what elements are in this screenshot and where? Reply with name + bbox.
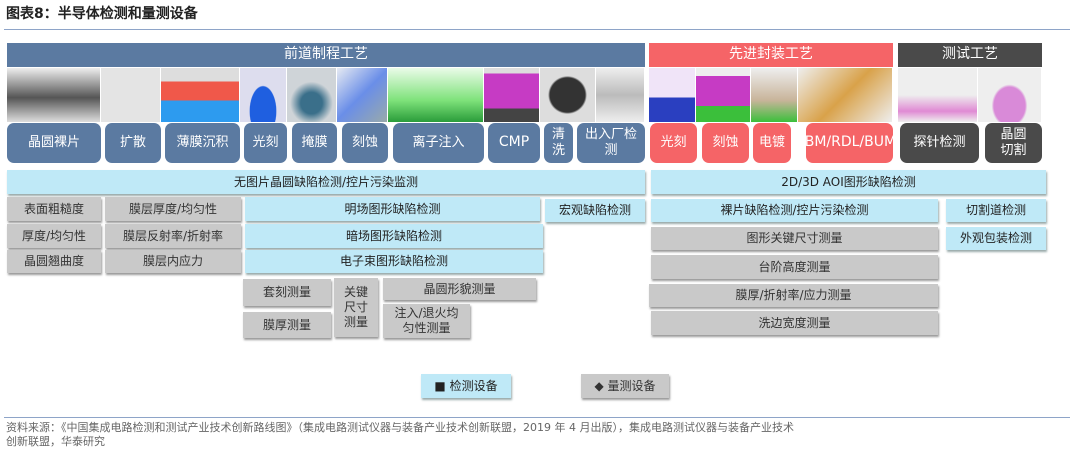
source-note-line2: 创新联盟，华泰研究 xyxy=(6,435,105,448)
macro-defect-inspection: 宏观缺陷检测 xyxy=(545,199,645,222)
brightfield-inspection: 明场图形缺陷检测 xyxy=(245,197,540,221)
inspection-tool-image xyxy=(596,68,645,122)
film-reflectivity: 膜层反射率/折射率 xyxy=(105,224,241,248)
diffusion-image xyxy=(101,68,161,122)
clean-image xyxy=(540,68,596,122)
die-defect-inspection: 裸片缺陷检测/控片污染检测 xyxy=(651,199,938,222)
surface-roughness: 表面粗糙度 xyxy=(7,197,101,221)
thickness-uniformity: 厚度/均匀性 xyxy=(7,224,101,248)
step-lithography: 光刻 xyxy=(244,123,287,163)
unpatterned-inspection: 无图片晶圆缺陷检测/控片污染监测 xyxy=(7,170,645,194)
step-etch: 刻蚀 xyxy=(342,123,388,163)
pkg-step-ubm-rdl-bump: UBM/RDL/BUMP xyxy=(794,123,905,163)
lithography-image xyxy=(240,68,287,122)
ebeam-inspection: 电子束图形缺陷检测 xyxy=(245,250,543,273)
step-diffusion: 扩散 xyxy=(105,123,161,163)
implant-anneal-metrology: 注入/退火均匀性测量 xyxy=(383,304,470,338)
header-front-process: 前道制程工艺 xyxy=(7,43,645,67)
step-cmp: CMP xyxy=(488,123,540,163)
pattern-cd-metrology: 图形关键尺寸测量 xyxy=(651,227,938,250)
darkfield-inspection: 暗场图形缺陷检测 xyxy=(245,224,543,248)
wafer-warpage: 晶圆翘曲度 xyxy=(7,250,101,273)
cd-metrology: 关键尺寸测量 xyxy=(334,278,378,337)
probe-image xyxy=(898,68,978,122)
edge-bead-metrology: 洗边宽度测量 xyxy=(651,311,938,335)
cmp-image xyxy=(484,68,540,122)
implant-image xyxy=(388,68,484,122)
step-bare-wafer: 晶圆裸片 xyxy=(7,123,101,163)
step-mask: 掩膜 xyxy=(292,123,337,163)
step-deposition: 薄膜沉积 xyxy=(165,123,240,163)
appearance-inspection: 外观包装检测 xyxy=(946,227,1046,250)
deposition-image xyxy=(161,68,240,122)
film-stress: 膜层内应力 xyxy=(105,250,241,273)
pkg-step-plating: 电镀 xyxy=(753,123,791,163)
etch-image xyxy=(337,68,388,122)
wafer-image xyxy=(7,68,101,122)
pkg-step-etch: 刻蚀 xyxy=(702,123,749,163)
legend-inspection: ■ 检测设备 xyxy=(421,374,511,398)
pkg-litho-image xyxy=(649,68,696,122)
aoi-inspection: 2D/3D AOI图形缺陷检测 xyxy=(651,170,1046,194)
film-stress-metrology: 膜厚/折射率/应力测量 xyxy=(649,284,938,307)
step-clean: 清洗 xyxy=(544,123,573,163)
source-divider xyxy=(4,417,1070,418)
legend-metrology: ◆ 量测设备 xyxy=(581,374,669,398)
film-thickness-uniformity: 膜层厚度/均匀性 xyxy=(105,197,241,221)
dicing-lane-inspection: 切割道检测 xyxy=(946,199,1046,222)
figure-title: 图表8：半导体检测和量测设备 xyxy=(6,6,198,22)
film-thickness-metrology: 膜厚测量 xyxy=(243,312,331,338)
test-step-probe: 探针检测 xyxy=(900,123,979,163)
step-ion-implant: 离子注入 xyxy=(393,123,484,163)
source-note: 资料来源：《中国集成电路检测和测试产业技术创新路线图》（集成电路测试仪器与装备产… xyxy=(6,421,794,434)
pkg-etch-image xyxy=(696,68,751,122)
test-step-dicing: 晶圆切割 xyxy=(985,123,1042,163)
mask-image xyxy=(287,68,337,122)
bump-image xyxy=(798,68,893,122)
title-divider xyxy=(4,29,1070,30)
header-advanced-packaging: 先进封装工艺 xyxy=(649,43,893,67)
step-height-metrology: 台阶高度测量 xyxy=(651,255,938,279)
step-incoming-inspection: 出入厂检测 xyxy=(577,123,645,163)
header-test-process: 测试工艺 xyxy=(898,43,1042,67)
overlay-metrology: 套刻测量 xyxy=(243,279,331,306)
dicing-image xyxy=(978,68,1042,122)
pkg-step-lithography: 光刻 xyxy=(650,123,697,163)
wafer-shape-metrology: 晶圆形貌测量 xyxy=(383,278,536,300)
plating-image xyxy=(751,68,798,122)
